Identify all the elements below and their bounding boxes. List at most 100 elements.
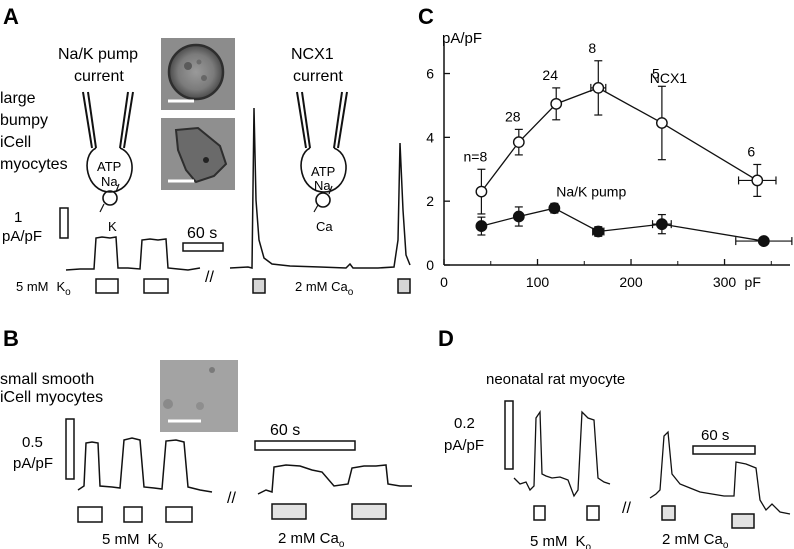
- b-cao-pulse-box: [271, 503, 307, 520]
- b-ko-pulse-box: [123, 506, 143, 523]
- ncx-atp-label: ATP: [311, 164, 335, 179]
- n-label: 5: [652, 65, 660, 81]
- atp-label: ATP: [97, 159, 121, 174]
- b-pump-current-trace: [77, 437, 213, 493]
- exchanger-circle: [315, 192, 331, 208]
- n-label: n=8: [464, 148, 488, 164]
- data-point-ncx1: [655, 117, 668, 129]
- pump-title-line-1: Na/K pump: [58, 46, 138, 63]
- n-label: 28: [505, 108, 521, 124]
- micrograph-elongated-cell: [161, 118, 235, 190]
- b-break-mark: //: [227, 490, 236, 507]
- d-amplitude-scale-unit: pA/pF: [444, 437, 484, 454]
- cell-label-line-4: myocytes: [0, 156, 68, 173]
- cell-label-line-2: bumpy: [0, 112, 48, 129]
- k-label: K: [108, 219, 117, 234]
- d-cao-pulse-box: [661, 505, 676, 521]
- ko-pulse-box: [143, 278, 169, 294]
- d-ko-pulse-box: [586, 505, 600, 521]
- d-cao-condition-label: 2 mM Cao: [662, 531, 729, 549]
- n-label: 6: [747, 143, 755, 159]
- b-ko-pulse-box: [165, 506, 193, 523]
- time-scale-label: 60 s: [187, 225, 217, 242]
- b-cao-pulse-box: [351, 503, 387, 520]
- y-tick-label: 2: [426, 193, 434, 209]
- d-time-scale-label: 60 s: [701, 427, 729, 444]
- data-point-na-k-pump: [655, 218, 668, 231]
- data-point-ncx1: [550, 97, 563, 110]
- pump-pipette-schematic: [82, 91, 134, 213]
- panel-letter-d: D: [438, 326, 454, 351]
- d-time-scale-bar: [692, 445, 756, 455]
- pump-title-line-2: current: [74, 68, 124, 85]
- d-ko-pulse-box: [533, 505, 546, 521]
- cao-condition-label: 2 mM Cao: [295, 279, 354, 298]
- b-ko-pulse-box: [77, 506, 103, 523]
- micrograph-round-cell: [161, 38, 235, 110]
- n-label: 24: [542, 67, 558, 83]
- series-label-na-k-pump: Na/K pump: [556, 183, 626, 199]
- b-time-scale-label: 60 s: [270, 422, 300, 439]
- y-tick-label: 0: [426, 257, 434, 273]
- cell-label-line-1: large: [0, 90, 36, 107]
- panel-letter-b: B: [3, 326, 19, 351]
- data-point-na-k-pump: [475, 220, 488, 232]
- data-point-ncx1: [592, 81, 605, 94]
- amplitude-scale-unit: pA/pF: [2, 228, 42, 245]
- b-time-scale-bar: [254, 440, 356, 451]
- pump-circle: [102, 190, 118, 206]
- series-label-ncx1: NCX1: [650, 70, 688, 86]
- break-mark: //: [205, 269, 214, 286]
- b-amplitude-scale-bar: [65, 418, 75, 480]
- d-break-mark: //: [622, 500, 631, 517]
- x-tick-label: 200: [619, 274, 643, 290]
- b-amplitude-scale-unit: pA/pF: [13, 455, 53, 472]
- ko-pulse-box: [95, 278, 119, 294]
- b-amplitude-scale-value: 0.5: [22, 434, 43, 451]
- panel-a: A Na/K pump current large bumpy iCell my…: [0, 4, 411, 298]
- na-label: Na: [101, 174, 118, 189]
- ncx-title-line-2: current: [293, 68, 343, 85]
- amplitude-scale-value: 1: [14, 209, 22, 226]
- ncx-title-line-1: NCX1: [291, 46, 334, 63]
- y-tick-label: 6: [426, 66, 434, 82]
- y-axis-label: pA/pF: [442, 30, 482, 47]
- cao-pulse-box: [252, 278, 266, 294]
- b-cell-label-line-1: small smooth: [0, 371, 94, 388]
- panel-b: B small smooth iCell myocytes 0.5 pA/pF …: [0, 326, 412, 549]
- cao-pulse-box: [397, 278, 411, 294]
- data-point-na-k-pump: [592, 225, 605, 238]
- data-point-na-k-pump: [757, 235, 770, 247]
- ncx1-current-trace: [229, 107, 411, 269]
- amplitude-scale-bar: [59, 207, 69, 239]
- panel-d: D neonatal rat myocyte 0.2 pA/pF // 60 s…: [438, 326, 791, 549]
- data-point-ncx1: [512, 136, 525, 149]
- series-line-na-k-pump: [481, 207, 764, 242]
- panel-letter-a: A: [3, 4, 19, 29]
- ncx-na-label: Na: [314, 178, 331, 193]
- data-point-ncx1: [751, 174, 764, 187]
- d-amplitude-scale-value: 0.2: [454, 415, 475, 432]
- data-point-na-k-pump: [512, 210, 525, 223]
- x-tick-label: 100: [526, 274, 550, 290]
- b-cao-condition-label: 2 mM Cao: [278, 530, 345, 549]
- y-tick-label: 4: [426, 129, 434, 145]
- d-pump-current-trace: [513, 409, 611, 498]
- pump-current-trace: [65, 236, 201, 271]
- x-tick-unit: pF: [745, 274, 761, 290]
- ca-label: Ca: [316, 219, 333, 234]
- x-tick-label: 300: [713, 274, 737, 290]
- micrograph-small-cells: [160, 360, 238, 432]
- x-tick-label: 0: [440, 274, 448, 290]
- d-cao-pulse-box: [731, 513, 755, 529]
- data-point-na-k-pump: [548, 202, 561, 215]
- data-point-ncx1: [475, 185, 488, 198]
- b-cell-label-line-2: iCell myocytes: [0, 389, 103, 406]
- time-scale-bar: [182, 242, 224, 252]
- panel-letter-c: C: [418, 4, 434, 29]
